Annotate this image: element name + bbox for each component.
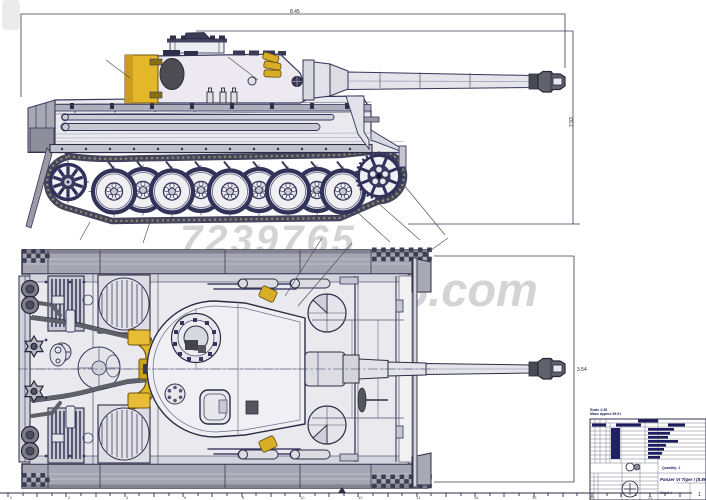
- svg-text:Mass approx 56.9 t: Mass approx 56.9 t: [590, 412, 622, 416]
- svg-text:18: 18: [532, 495, 537, 500]
- svg-text:Scale 1:35: Scale 1:35: [590, 408, 607, 412]
- svg-text:14: 14: [416, 495, 421, 500]
- svg-text:1: 1: [698, 492, 701, 498]
- svg-text:16: 16: [474, 495, 479, 500]
- svg-text:Panzer VI Tiger I (8.8KfS. Kf): Panzer VI Tiger I (8.8KfS. Kf): [660, 477, 706, 482]
- svg-text:2.93: 2.93: [569, 117, 575, 127]
- svg-text:8.45: 8.45: [290, 9, 300, 15]
- svg-text:8: 8: [242, 495, 245, 500]
- svg-text:12: 12: [358, 495, 363, 500]
- svg-text:10: 10: [300, 495, 305, 500]
- svg-text:2: 2: [68, 495, 71, 500]
- svg-text:22: 22: [648, 495, 653, 500]
- svg-text:6: 6: [184, 495, 187, 500]
- svg-text:4: 4: [126, 495, 129, 500]
- svg-text:3.54: 3.54: [577, 367, 587, 373]
- svg-text:Quantity: 1: Quantity: 1: [662, 466, 680, 470]
- svg-text:20: 20: [590, 495, 595, 500]
- svg-text:0: 0: [10, 495, 13, 500]
